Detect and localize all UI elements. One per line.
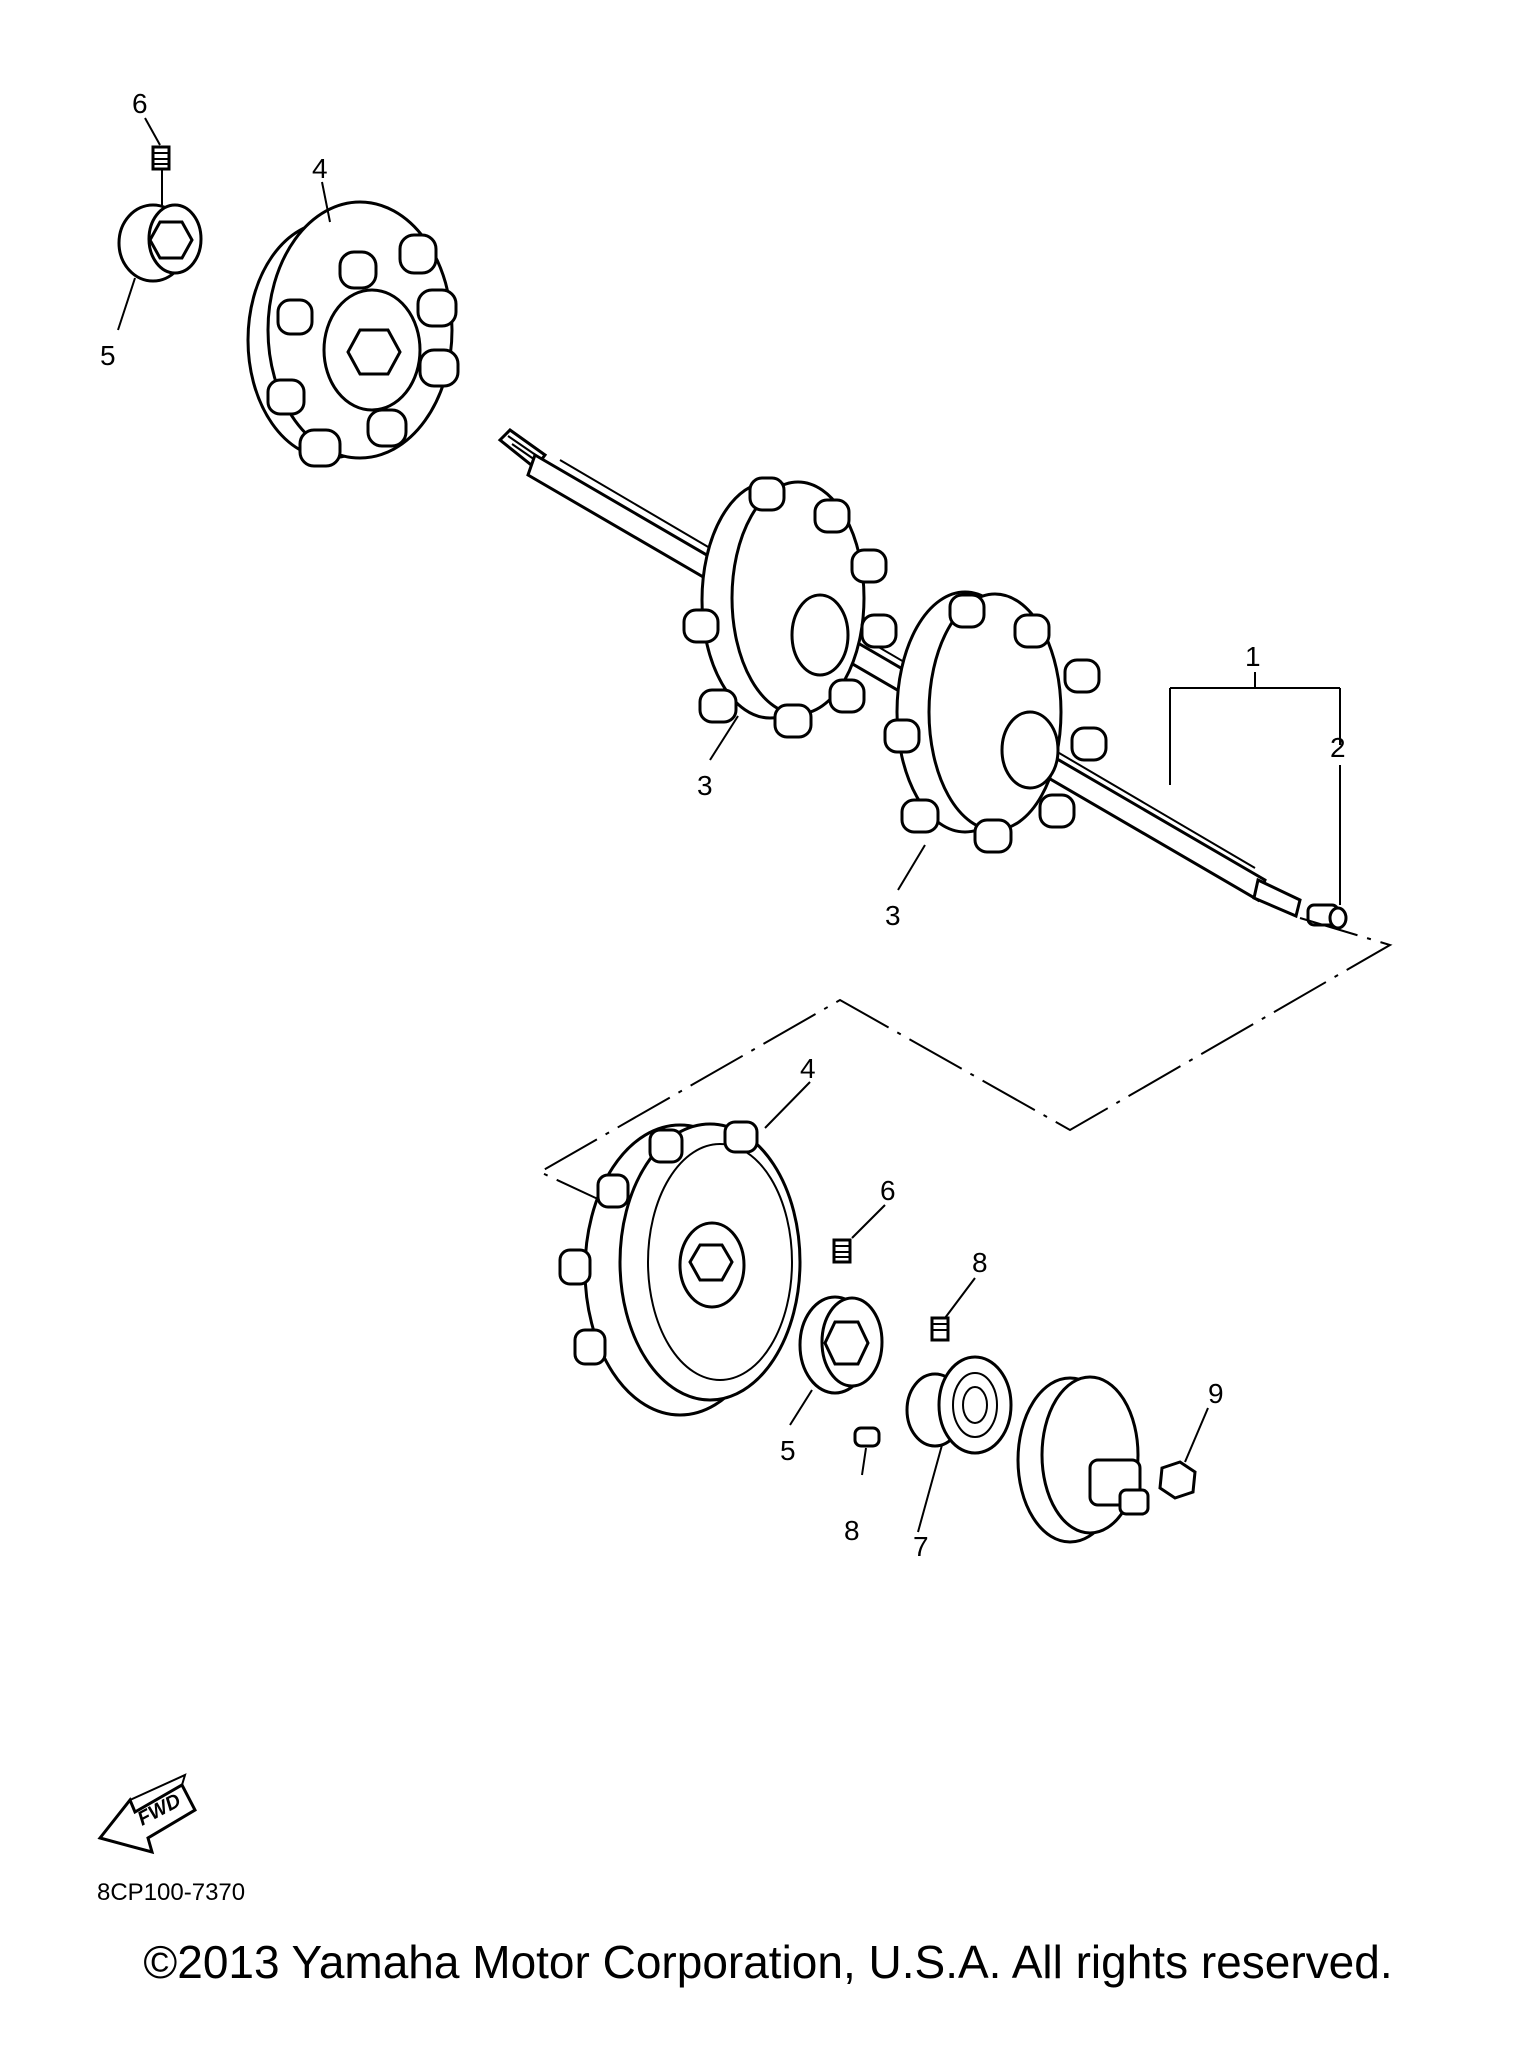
callout-3-right: 3	[885, 900, 901, 931]
callout-1: 1	[1245, 641, 1261, 672]
set-screw-8-bottom	[853, 1426, 881, 1448]
bearing-7	[905, 1355, 1013, 1455]
nut-9	[1158, 1460, 1197, 1500]
copyright-notice: ©2013 Yamaha Motor Corporation, U.S.A. A…	[143, 1936, 1393, 1988]
collar-5-bottom	[798, 1295, 884, 1395]
callout-4-bottom: 4	[800, 1053, 816, 1084]
fwd-arrow-icon: FWD	[97, 1773, 197, 1855]
callout-9: 9	[1208, 1378, 1224, 1409]
callout-3-left: 3	[697, 770, 713, 801]
callout-4-top: 4	[312, 153, 328, 184]
sprocket-3-right	[883, 590, 1108, 854]
sprocket-wheel-4-top	[246, 200, 460, 468]
callout-5-bottom: 5	[780, 1435, 796, 1466]
callout-8-top: 8	[972, 1247, 988, 1278]
callout-7: 7	[913, 1531, 929, 1562]
diagram-code: 8CP100-7370	[97, 1879, 245, 1906]
sprocket-3-left	[682, 476, 898, 739]
callout-6-top: 6	[132, 88, 148, 119]
collar-5-top	[117, 203, 203, 283]
leader-lines	[117, 117, 1209, 1533]
callout-bracket-1-2	[1169, 672, 1341, 905]
assembly-guide-line	[537, 917, 1393, 1201]
set-screw-6-top	[151, 145, 171, 171]
end-plug-2	[1306, 903, 1348, 930]
sprocket-wheel-4-bottom	[558, 1120, 802, 1417]
callout-6-bottom: 6	[880, 1175, 896, 1206]
callout-5-top: 5	[100, 340, 116, 371]
set-screw-8-top	[930, 1316, 950, 1342]
callout-8-bottom: 8	[844, 1515, 860, 1546]
callout-2: 2	[1330, 732, 1346, 763]
set-screw-6-bottom	[832, 1238, 852, 1264]
flange-hub	[1016, 1375, 1150, 1544]
